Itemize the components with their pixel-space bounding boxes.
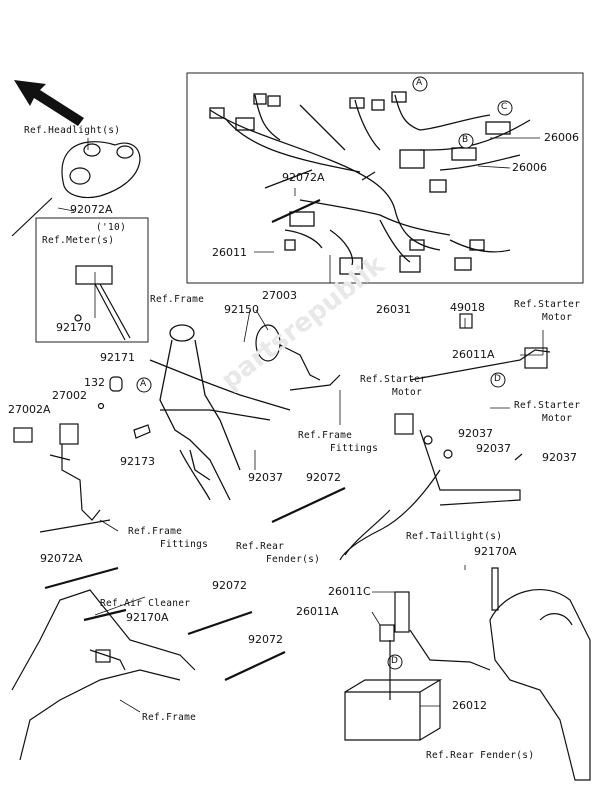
label-92171: 92171	[100, 351, 135, 364]
label-26011-box: 26011	[212, 246, 247, 259]
label-ref-starter-motor-r2-1: Ref.Starter	[514, 400, 581, 411]
meter-detail-box	[35, 217, 149, 343]
label-26012: 26012	[452, 699, 487, 712]
label-year-10: ('10)	[96, 222, 127, 233]
callout-c: C	[501, 102, 508, 112]
harness-detail-box	[186, 72, 584, 284]
label-ref-frame-fittings-mid-1: Ref.Frame	[298, 430, 353, 441]
label-92170: 92170	[56, 321, 91, 334]
label-92072-mid: 92072	[306, 471, 341, 484]
label-ref-rear-fender-bottom: Ref.Rear Fender(s)	[426, 750, 535, 761]
meter-bracket	[74, 265, 131, 341]
wiring-harness	[209, 91, 531, 275]
label-92072-lower2: 92072	[248, 633, 283, 646]
label-26031: 26031	[376, 303, 411, 316]
label-ref-taillight: Ref.Taillight(s)	[406, 531, 503, 542]
label-27003: 27003	[262, 289, 297, 302]
cable-ties	[44, 199, 346, 681]
label-92037-mid: 92037	[248, 471, 283, 484]
callout-b: B	[462, 135, 469, 145]
label-ref-starter-motor-r2-2: Motor	[542, 413, 573, 424]
label-27002: 27002	[52, 389, 87, 402]
label-ref-air-cleaner: Ref.Air Cleaner	[100, 598, 191, 609]
label-ref-rear-fender-mid-1: Ref.Rear	[236, 541, 285, 552]
label-92072A-left: 92072A	[40, 552, 83, 565]
horn	[255, 324, 341, 391]
label-ref-starter-motor-r1-2: Motor	[542, 312, 573, 323]
left-connectors	[13, 376, 151, 533]
label-ref-frame-fittings-left-2: Fittings	[160, 539, 209, 550]
callout-circles	[136, 76, 513, 670]
battery	[344, 591, 491, 741]
label-ref-rear-fender-mid-2: Fender(s)	[266, 554, 321, 565]
label-ref-starter-motor-mid-1: Ref.Starter	[360, 374, 427, 385]
front-direction-arrow-icon	[14, 80, 84, 126]
label-26011A-right: 26011A	[452, 348, 495, 361]
label-ref-meter: Ref.Meter(s)	[42, 235, 115, 246]
label-26011A-bottom: 26011A	[296, 605, 339, 618]
label-92072-lower1: 92072	[212, 579, 247, 592]
callout-a-left: A	[140, 379, 147, 389]
label-49018: 49018	[450, 301, 485, 314]
label-ref-starter-motor-mid-2: Motor	[392, 387, 423, 398]
rear-fender	[489, 567, 591, 781]
callout-d-right: D	[494, 374, 501, 384]
lower-frame	[11, 589, 196, 761]
label-ref-frame-fittings-left-1: Ref.Frame	[128, 526, 183, 537]
label-92170A-left: 92170A	[126, 611, 169, 624]
headlight-bracket	[11, 141, 141, 237]
label-ref-starter-motor-r1-1: Ref.Starter	[514, 299, 581, 310]
callout-d-bottom: D	[391, 656, 398, 666]
label-92037-r1: 92037	[458, 427, 493, 440]
label-ref-frame-fittings-mid-2: Fittings	[330, 443, 379, 454]
label-26006-c: 26006	[544, 131, 579, 144]
label-92173: 92173	[120, 455, 155, 468]
label-ref-headlight: Ref.Headlight(s)	[24, 125, 121, 136]
label-ref-frame-bottom: Ref.Frame	[142, 712, 197, 723]
label-27002A: 27002A	[8, 403, 51, 416]
label-132: 132	[84, 376, 105, 389]
label-26011C: 26011C	[328, 585, 371, 598]
label-92037-r2: 92037	[476, 442, 511, 455]
label-92170A-right: 92170A	[474, 545, 517, 558]
frame	[149, 324, 291, 501]
label-26006-b: 26006	[512, 161, 547, 174]
label-92150: 92150	[224, 303, 259, 316]
label-ref-frame-top: Ref.Frame	[150, 294, 205, 305]
callout-a-top: A	[416, 78, 423, 88]
leader-lines	[57, 137, 544, 713]
label-92072A-top: 92072A	[70, 203, 113, 216]
starter-relay-bracket	[339, 313, 551, 561]
label-92072A-box: 92072A	[282, 171, 325, 184]
label-92037-r3: 92037	[542, 451, 577, 464]
